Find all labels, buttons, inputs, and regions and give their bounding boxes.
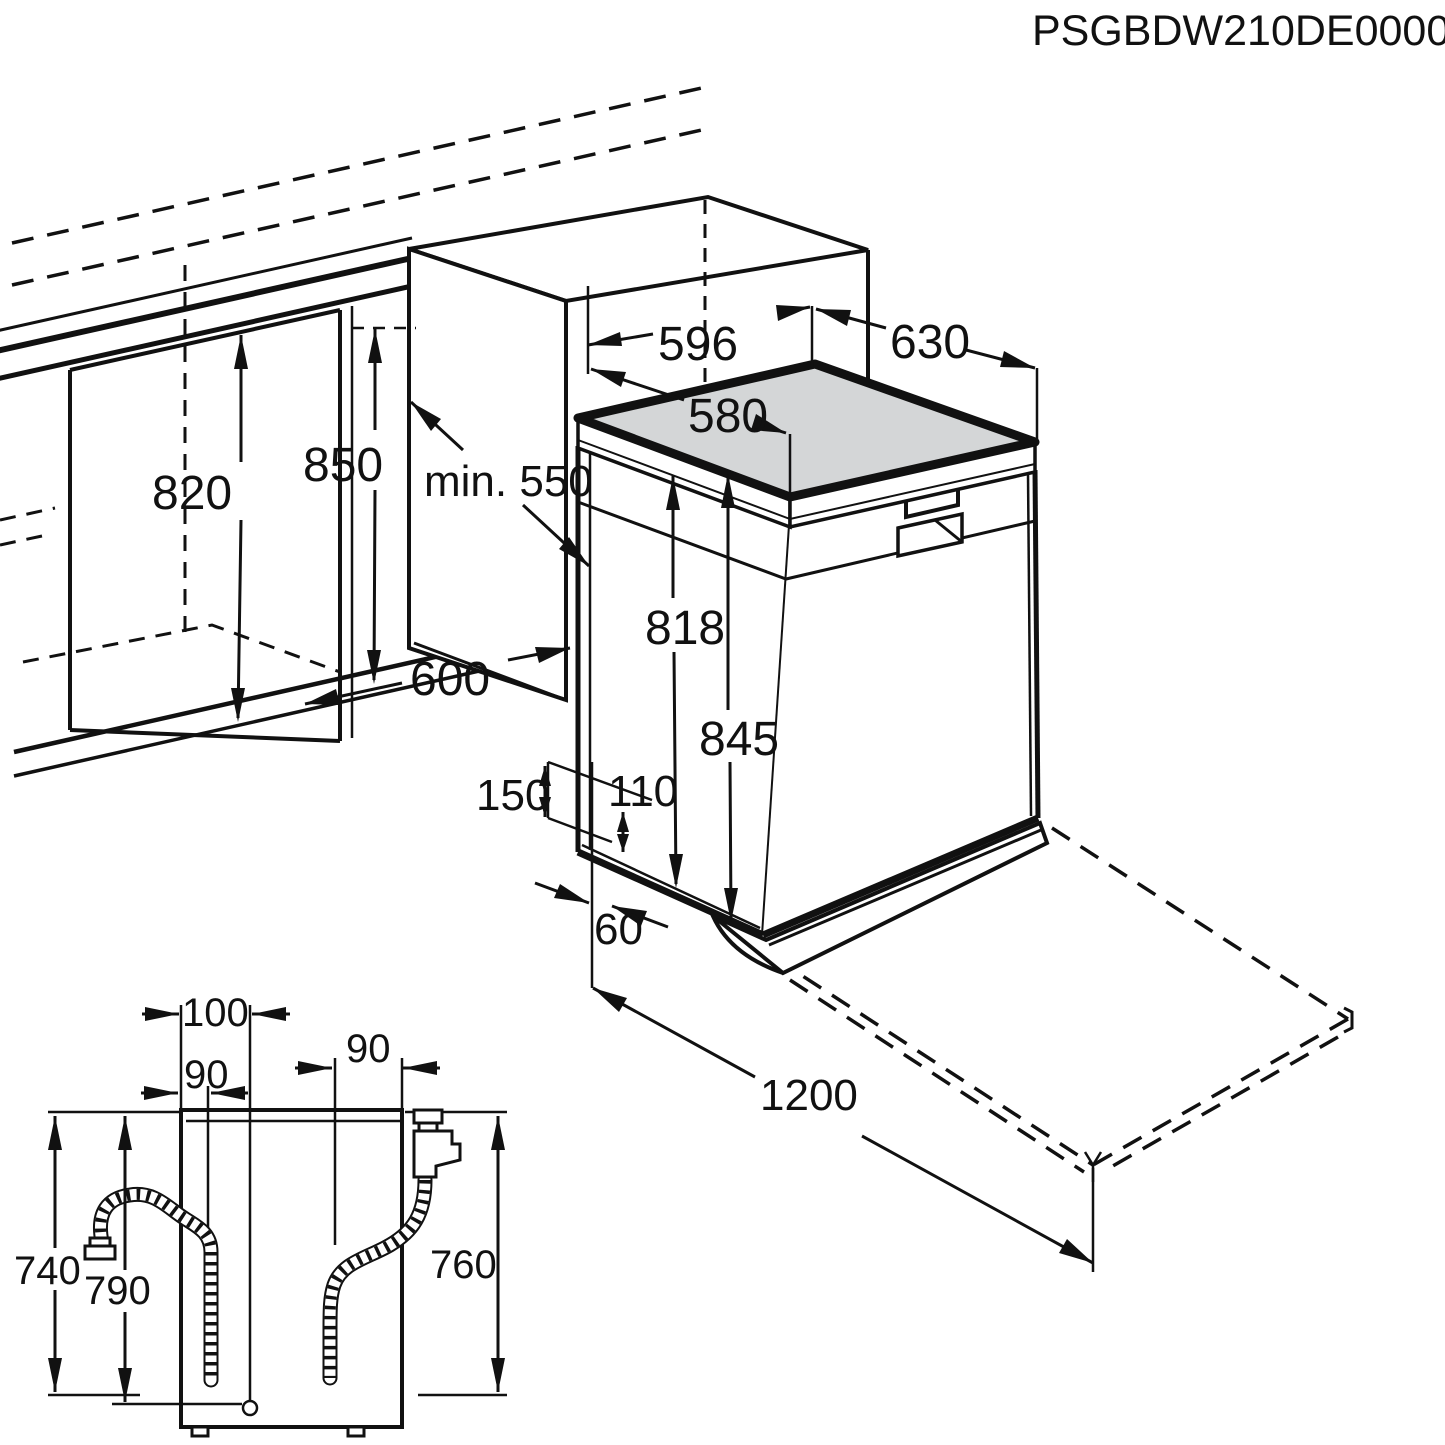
worktop-top-surface bbox=[573, 359, 1040, 502]
door-handle bbox=[896, 511, 964, 559]
dim-90-drain: 90 bbox=[141, 1053, 248, 1100]
dishwasher-front-face bbox=[763, 470, 1038, 935]
dim-100-label: 100 bbox=[182, 991, 249, 1035]
dim-596: 596 bbox=[587, 305, 811, 371]
dim-850: 850 bbox=[303, 329, 383, 684]
dim-820-label: 820 bbox=[152, 467, 232, 520]
dim-90-drain-label: 90 bbox=[184, 1053, 229, 1097]
dim-min550: min. 550 bbox=[409, 400, 593, 568]
rear-view: 100 90 90 740 790 bbox=[14, 991, 507, 1438]
dim-600-label: 600 bbox=[410, 653, 490, 706]
dim-630: 630 bbox=[815, 307, 1036, 370]
drain-outlet-mark bbox=[241, 1399, 259, 1417]
corner-tick-right bbox=[1343, 1006, 1354, 1034]
dim-1200-label: 1200 bbox=[760, 1071, 858, 1120]
dim-100: 100 bbox=[142, 991, 290, 1035]
dim-760: 760 bbox=[430, 1116, 505, 1392]
inlet-hose bbox=[322, 1108, 462, 1386]
dim-90-inlet: 90 bbox=[295, 1027, 440, 1075]
drain-hose-fitting bbox=[83, 1244, 117, 1261]
dim-845-label: 845 bbox=[699, 713, 779, 766]
dim-845: 845 bbox=[693, 474, 779, 922]
left-counter-cabinet bbox=[0, 236, 413, 743]
iso-dimensions: 596 630 580 820 850 bbox=[152, 286, 1095, 1272]
dim-150-label: 150 bbox=[476, 771, 549, 820]
dim-760-label: 760 bbox=[430, 1243, 497, 1287]
dim-110-label: 110 bbox=[608, 767, 678, 816]
dim-60: 60 bbox=[534, 881, 669, 954]
dim-60-label: 60 bbox=[594, 905, 643, 954]
drain-hose bbox=[83, 1186, 219, 1388]
dim-580-label: 580 bbox=[688, 390, 768, 443]
dim-110: 110 bbox=[608, 767, 678, 852]
wall-dashed-lines bbox=[11, 85, 707, 287]
foot-right bbox=[346, 1425, 366, 1438]
dim-1200: 1200 bbox=[592, 986, 1094, 1265]
dim-600: 600 bbox=[304, 646, 571, 706]
dim-740-label: 740 bbox=[14, 1249, 81, 1293]
dishwasher bbox=[573, 359, 1050, 976]
dim-818-label: 818 bbox=[645, 602, 725, 655]
dim-818: 818 bbox=[639, 476, 725, 888]
dim-850-label: 850 bbox=[303, 439, 383, 492]
dim-580: 580 bbox=[590, 367, 787, 443]
dim-min550-label: min. 550 bbox=[424, 457, 593, 506]
dim-820: 820 bbox=[152, 335, 248, 722]
model-code-title: PSGBDW210DE00005 bbox=[1032, 7, 1445, 55]
dim-90-inlet-label: 90 bbox=[346, 1027, 391, 1071]
dim-630-label: 630 bbox=[890, 316, 970, 369]
foot-left bbox=[190, 1425, 210, 1438]
dim-150: 150 bbox=[476, 766, 551, 820]
dim-790-label: 790 bbox=[84, 1269, 151, 1313]
dim-790: 790 bbox=[84, 1116, 151, 1402]
dim-596-label: 596 bbox=[658, 318, 738, 371]
open-door-floor-projection bbox=[774, 826, 1354, 1182]
dishwasher-left-side bbox=[578, 446, 790, 935]
aquastop-valve bbox=[412, 1108, 462, 1179]
dim-740: 740 bbox=[14, 1116, 81, 1392]
